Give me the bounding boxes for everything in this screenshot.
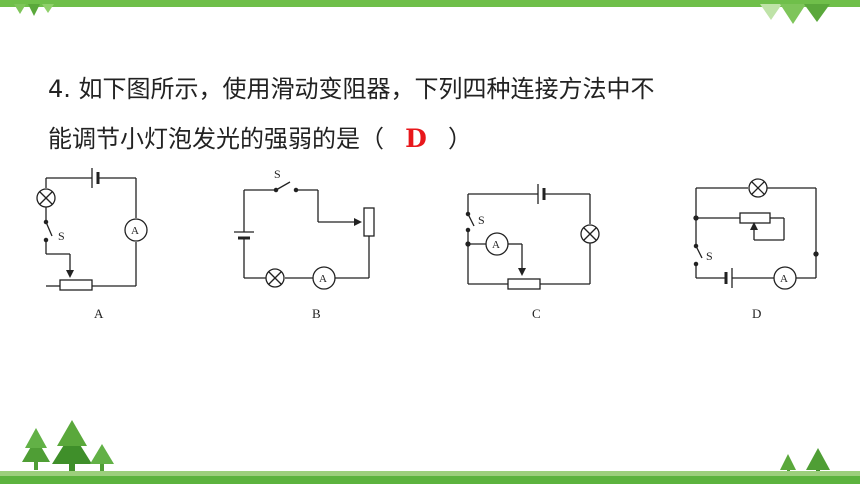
question-line-2-text: 能调节小灯泡发光的强弱的是（ (48, 125, 384, 153)
tree-decor-icon (22, 420, 114, 472)
leaf-decor-icon (760, 4, 830, 24)
answer-text: D (405, 124, 427, 153)
circuit-diagram-d: S A D (693, 178, 819, 321)
ammeter-label: A (780, 273, 788, 285)
circuit-diagram-c: S A C (465, 184, 600, 321)
ammeter-label: A (492, 239, 500, 251)
circuit-label-c: C (532, 306, 541, 321)
switch-label: S (706, 249, 713, 263)
circuit-diagram-a: S A A (36, 168, 148, 321)
leaf-decor-icon (14, 4, 54, 16)
question-line-2-end: ） (448, 125, 472, 153)
circuit-label-b: B (312, 306, 321, 321)
ground-decor (0, 471, 860, 476)
switch-label: S (58, 229, 65, 243)
circuit-diagram-b: S A B (234, 167, 375, 321)
question-text: 4. 如下图所示，使用滑动变阻器，下列四种连接方法中不 能调节小灯泡发光的强弱的… (48, 64, 828, 164)
circuit-label-d: D (752, 306, 761, 321)
question-line-2: 能调节小灯泡发光的强弱的是（ D ） (48, 114, 828, 164)
circuit-label-a: A (94, 306, 104, 321)
switch-label: S (478, 213, 485, 227)
top-decor-bar (0, 0, 860, 7)
question-line-1: 4. 如下图所示，使用滑动变阻器，下列四种连接方法中不 (48, 75, 655, 103)
bottom-decor-bar (0, 476, 860, 484)
ammeter-label: A (131, 225, 139, 237)
switch-label: S (274, 167, 281, 181)
ammeter-label: A (319, 273, 327, 285)
